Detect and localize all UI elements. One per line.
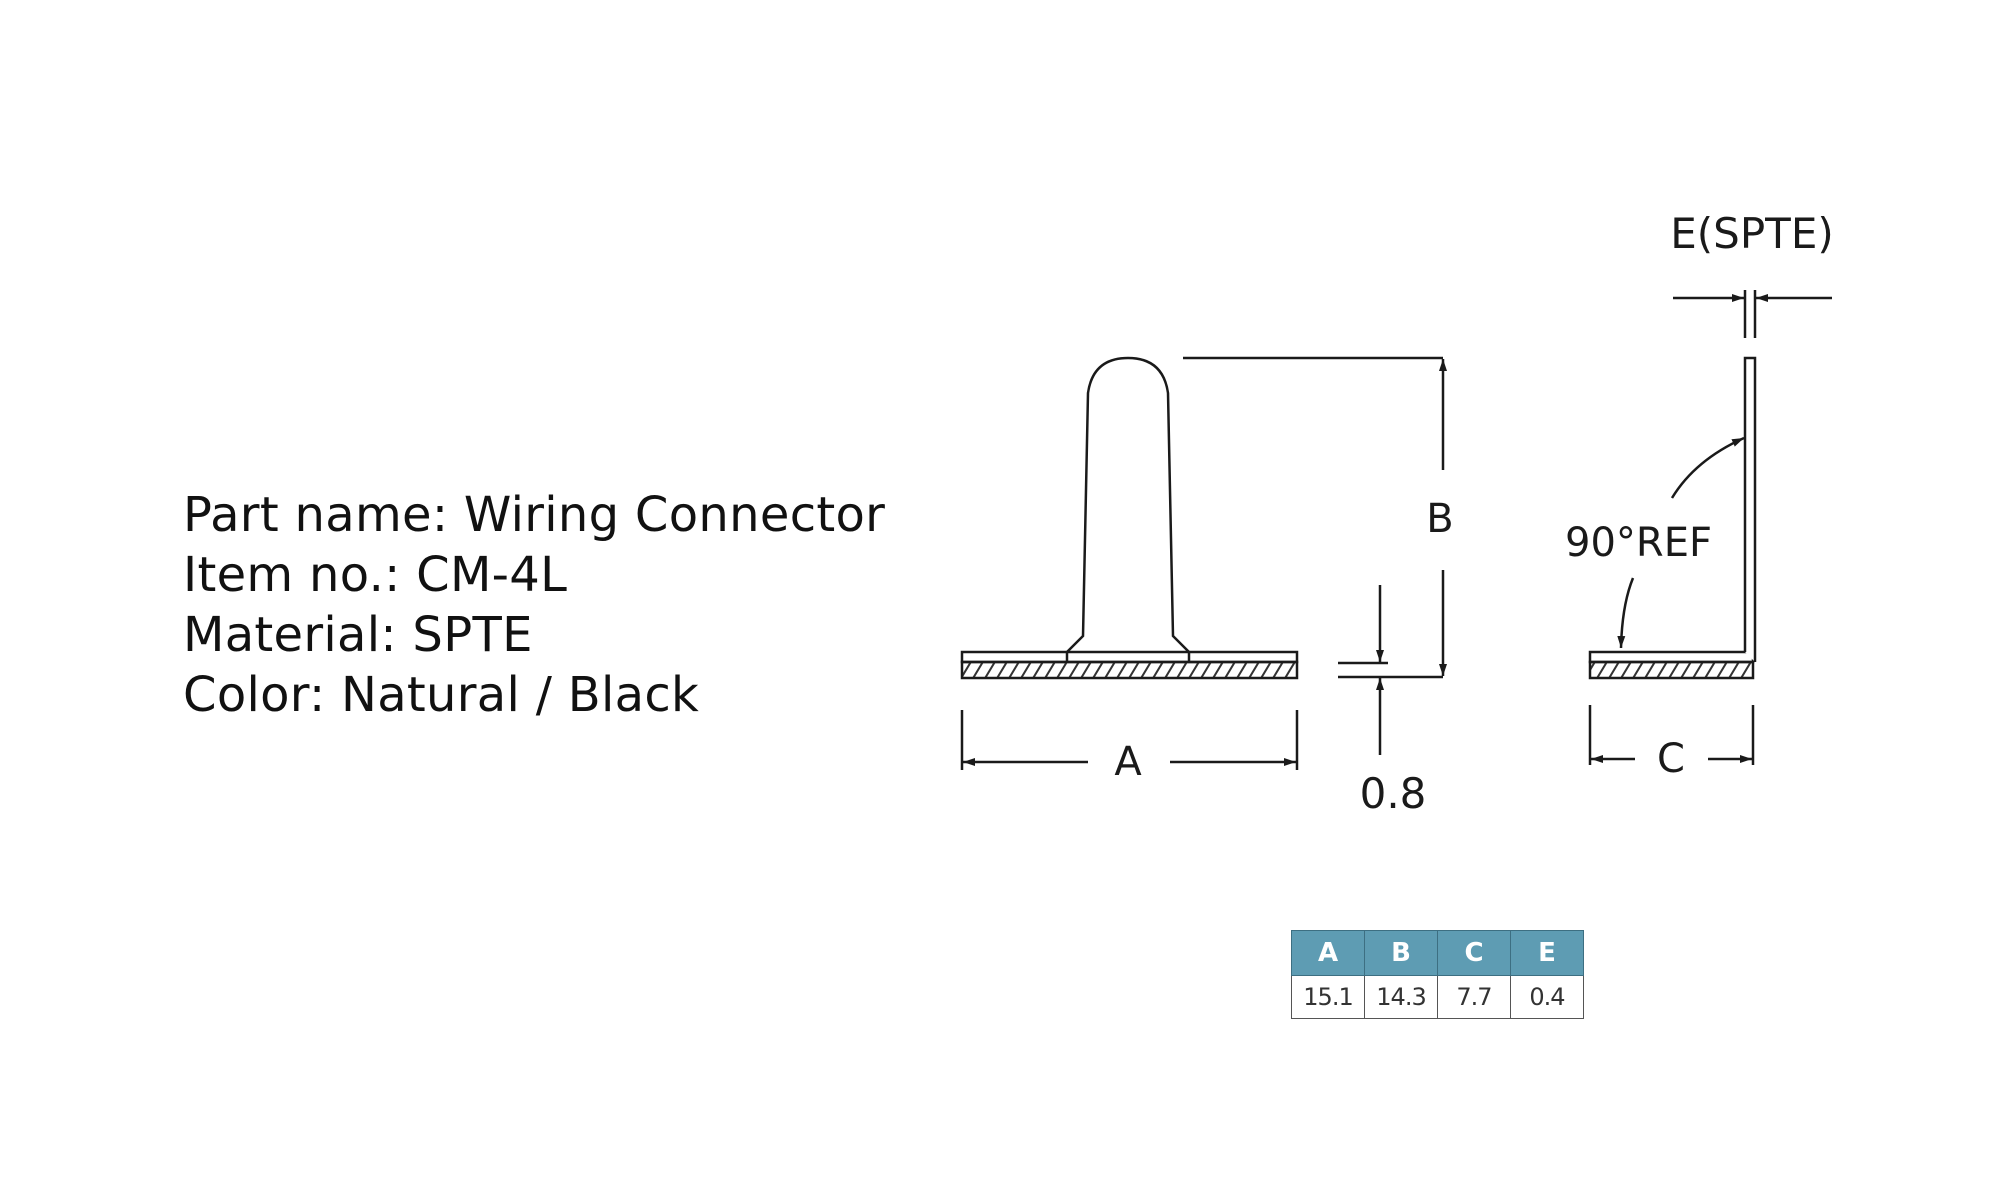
dim-e-label: E(SPTE): [1670, 209, 1834, 258]
header-b: B: [1364, 930, 1438, 976]
part-name: Part name: Wiring Connector: [183, 487, 886, 543]
dim-a-label: A: [1114, 739, 1142, 785]
table-row: 15.1 14.3 7.7 0.4: [1291, 975, 1584, 1019]
value-c: 7.7: [1437, 975, 1511, 1019]
dim-b-label: B: [1426, 496, 1453, 542]
dim-c-label: C: [1657, 736, 1685, 782]
item-number: Item no.: CM-4L: [183, 547, 568, 603]
dimension-table-header-row: A B C E: [1291, 930, 1584, 976]
connector-tab: [1066, 356, 1190, 653]
front-base-plate-hatched: [960, 660, 1299, 680]
value-b: 14.3: [1364, 975, 1438, 1019]
value-a: 15.1: [1291, 975, 1365, 1019]
angle-leader-upper: [1670, 436, 1745, 499]
front-view: [960, 356, 1447, 770]
dimension-table: A B C E 15.1 14.3 7.7 0.4: [1291, 930, 1584, 1019]
front-base-plate-top: [960, 650, 1299, 664]
color: Color: Natural / Black: [183, 667, 700, 723]
value-e: 0.4: [1510, 975, 1584, 1019]
angle-ref-label: 90°REF: [1565, 520, 1712, 566]
header-a: A: [1291, 930, 1365, 976]
angle-leader-lower: [1617, 577, 1635, 649]
header-e: E: [1510, 930, 1584, 976]
side-view: [1588, 290, 1832, 765]
header-c: C: [1437, 930, 1511, 976]
side-vertical-tab: [1743, 356, 1757, 662]
side-base-plate-top: [1588, 650, 1755, 664]
spec-block: Part name: Wiring Connector Item no.: CM…: [183, 485, 885, 725]
dim-thickness-label: 0.8: [1360, 769, 1427, 818]
material: Material: SPTE: [183, 607, 533, 663]
side-base-plate-hatched: [1588, 660, 1755, 680]
